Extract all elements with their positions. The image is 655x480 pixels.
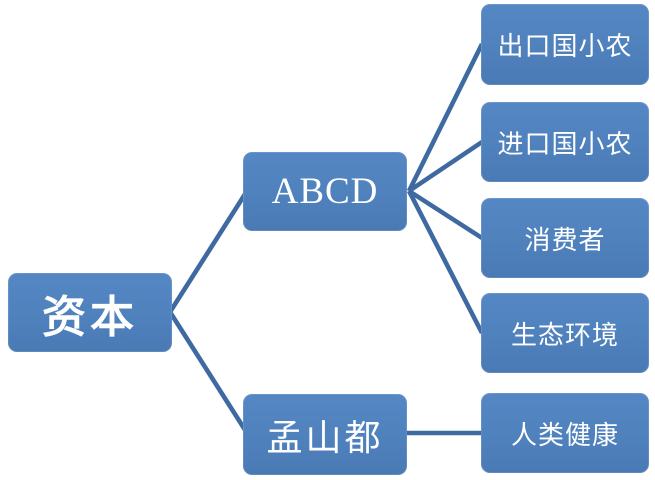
node-ecological-environment[interactable]: 生态环境 [481, 293, 649, 373]
node-capital-label: 资本 [42, 292, 138, 342]
node-consumers[interactable]: 消费者 [481, 198, 649, 278]
node-import-country-smallholders-label: 进口国小农 [497, 129, 633, 159]
node-monsanto-label: 孟山都 [266, 417, 384, 458]
connector-abcd-consumers [407, 189, 484, 240]
node-abcd-label: ABCD [271, 171, 379, 212]
node-capital[interactable]: 资本 [8, 273, 172, 352]
node-human-health-label: 人类健康 [510, 420, 619, 450]
connector-abcd-export-smallholders [406, 42, 485, 193]
node-monsanto[interactable]: 孟山都 [243, 394, 407, 475]
connector-abcd-ecological-environment [406, 189, 485, 335]
connector-capital-abcd [168, 189, 249, 314]
node-consumers-label: 消费者 [524, 225, 606, 255]
connector-abcd-import-smallholders [407, 140, 484, 193]
node-abcd[interactable]: ABCD [243, 152, 407, 231]
connector-capital-monsanto [168, 310, 249, 435]
node-ecological-environment-label: 生态环境 [510, 320, 619, 350]
node-export-country-smallholders-label: 出口国小农 [497, 32, 633, 61]
node-import-country-smallholders[interactable]: 进口国小农 [481, 102, 649, 182]
node-human-health[interactable]: 人类健康 [481, 393, 649, 473]
node-export-country-smallholders[interactable]: 出口国小农 [481, 4, 649, 85]
